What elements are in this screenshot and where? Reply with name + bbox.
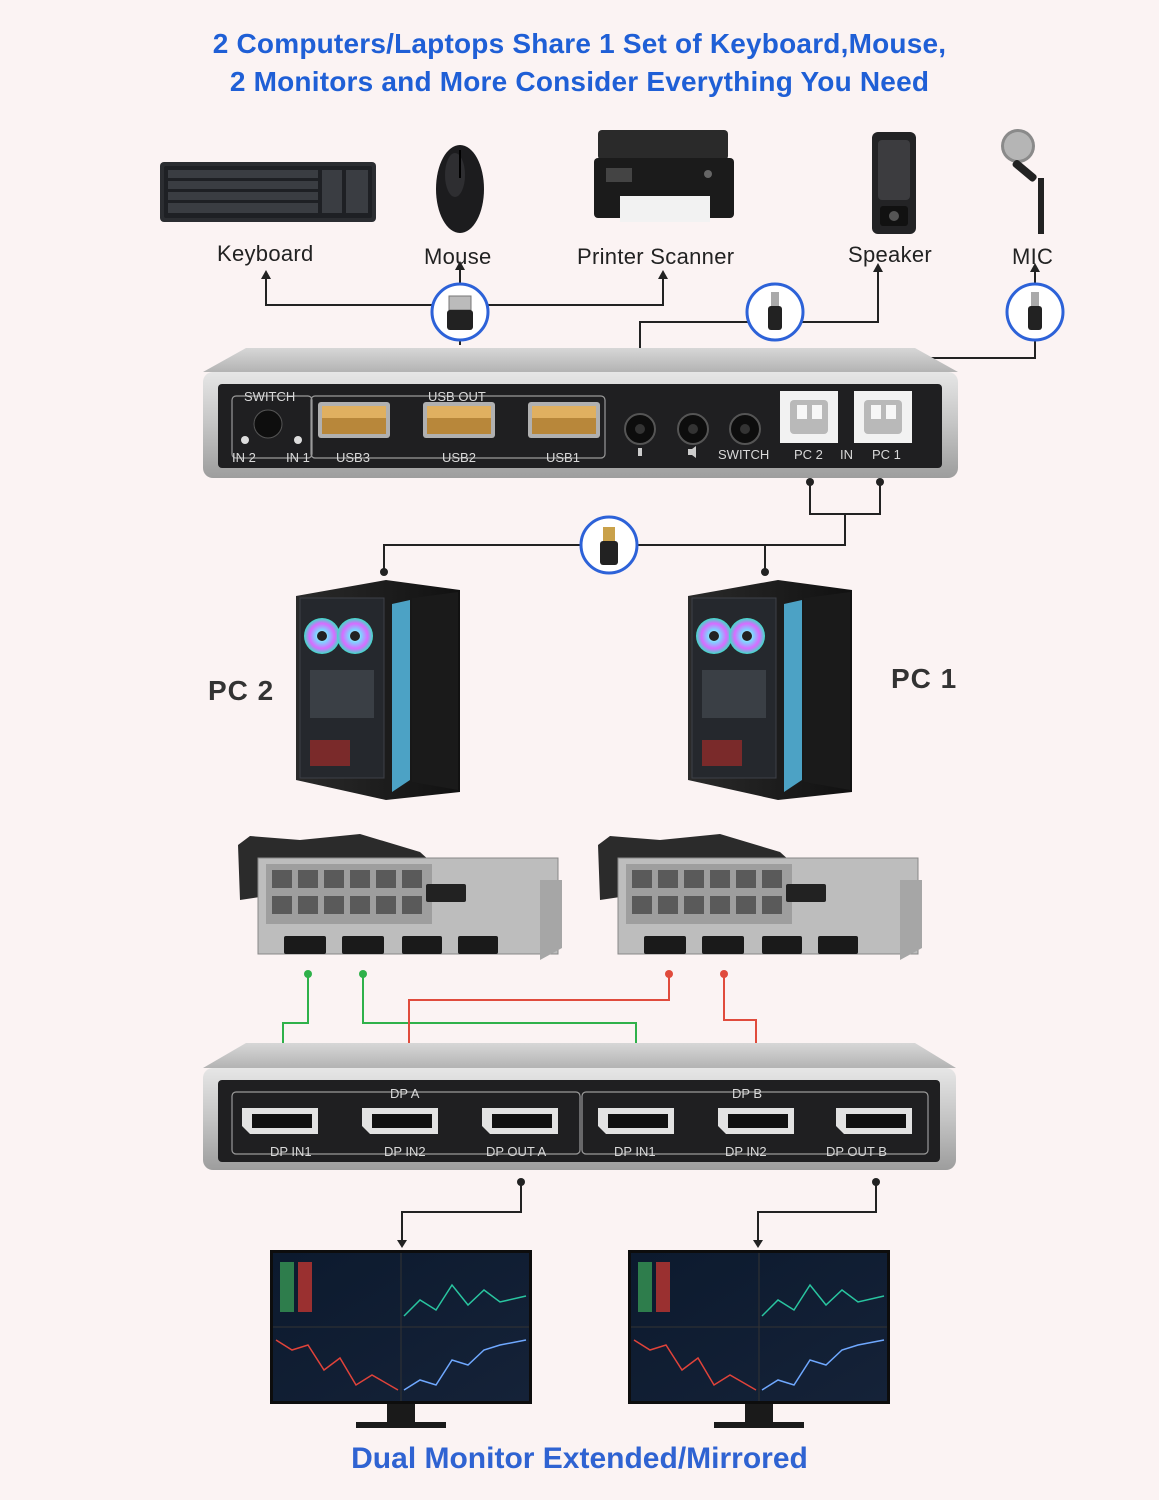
dp-port-in2-a [362, 1108, 438, 1134]
monitor-left-icon [270, 1250, 532, 1428]
speaker-label: Speaker [848, 242, 933, 267]
monitor-right-icon [628, 1250, 890, 1428]
mic-jack [624, 413, 656, 445]
usb-b-port-pc2 [780, 391, 838, 443]
usb-out-label: USB OUT [428, 389, 486, 404]
monitor-cables [401, 1182, 877, 1242]
usb-b-connector-icon [579, 515, 639, 575]
pc1-label: PC 1 [891, 663, 958, 694]
microphone-icon [1001, 129, 1044, 234]
switch-button[interactable] [231, 395, 313, 459]
mic-label: MIC [1012, 244, 1054, 269]
usb3-label: USB3 [336, 450, 370, 465]
dp-in1-b-label: DP IN1 [614, 1144, 656, 1159]
mouse-label: Mouse [424, 244, 492, 269]
dp-out-a-label: DP OUT A [486, 1144, 547, 1159]
speaker-jack [677, 413, 709, 445]
pc2-graphics-card-icon [238, 834, 562, 960]
switch-jack [729, 413, 761, 445]
in2-label: IN 2 [232, 450, 256, 465]
dp-port-in1-a [242, 1108, 318, 1134]
dp-in2-a-label: DP IN2 [384, 1144, 426, 1159]
usb-out-group [310, 395, 606, 459]
speaker-icon [872, 132, 916, 234]
jack-glyphs [638, 446, 696, 458]
pc1-graphics-card-icon [598, 834, 922, 960]
dp-port-out-b [836, 1108, 912, 1134]
title-line-2: 2 Monitors and More Consider Everything … [229, 66, 930, 97]
printer-scanner-icon [594, 130, 734, 222]
dp-a-label: DP A [390, 1086, 420, 1101]
usb-b-port-pc1 [854, 391, 912, 443]
dp-b-label: DP B [732, 1086, 762, 1101]
pc1-tower-icon [688, 580, 852, 800]
pc1-port-label: PC 1 [872, 447, 901, 462]
keyboard-icon [160, 162, 376, 222]
title-line-1: 2 Computers/Laptops Share 1 Set of Keybo… [212, 28, 947, 59]
keyboard-label: Keyboard [217, 241, 314, 266]
switch-jack-label: SWITCH [718, 447, 769, 462]
mouse-icon [436, 145, 484, 233]
dp-port-in2-b [718, 1108, 794, 1134]
pc2-tower-icon [296, 580, 460, 800]
in1-label: IN 1 [286, 450, 310, 465]
usb-connector-icon [430, 282, 490, 342]
pc2-port-label: PC 2 [794, 447, 823, 462]
dp-switch-bottom [203, 1043, 956, 1170]
footer-caption: Dual Monitor Extended/Mirrored [351, 1442, 808, 1475]
dp-port-out-a [482, 1108, 558, 1134]
pc2-label: PC 2 [208, 675, 275, 706]
switch-label: SWITCH [244, 389, 295, 404]
mic-jack-connector-icon [1005, 282, 1065, 342]
in-port-label: IN [840, 447, 853, 462]
usb1-label: USB1 [546, 450, 580, 465]
dp-in2-b-label: DP IN2 [725, 1144, 767, 1159]
dp-out-b-label: DP OUT B [826, 1144, 887, 1159]
audio-jack-connector-icon [745, 282, 805, 342]
printer-scanner-label: Printer Scanner [577, 244, 735, 269]
usb2-label: USB2 [442, 450, 476, 465]
dp-port-in1-b [598, 1108, 674, 1134]
dp-in1-a-label: DP IN1 [270, 1144, 312, 1159]
